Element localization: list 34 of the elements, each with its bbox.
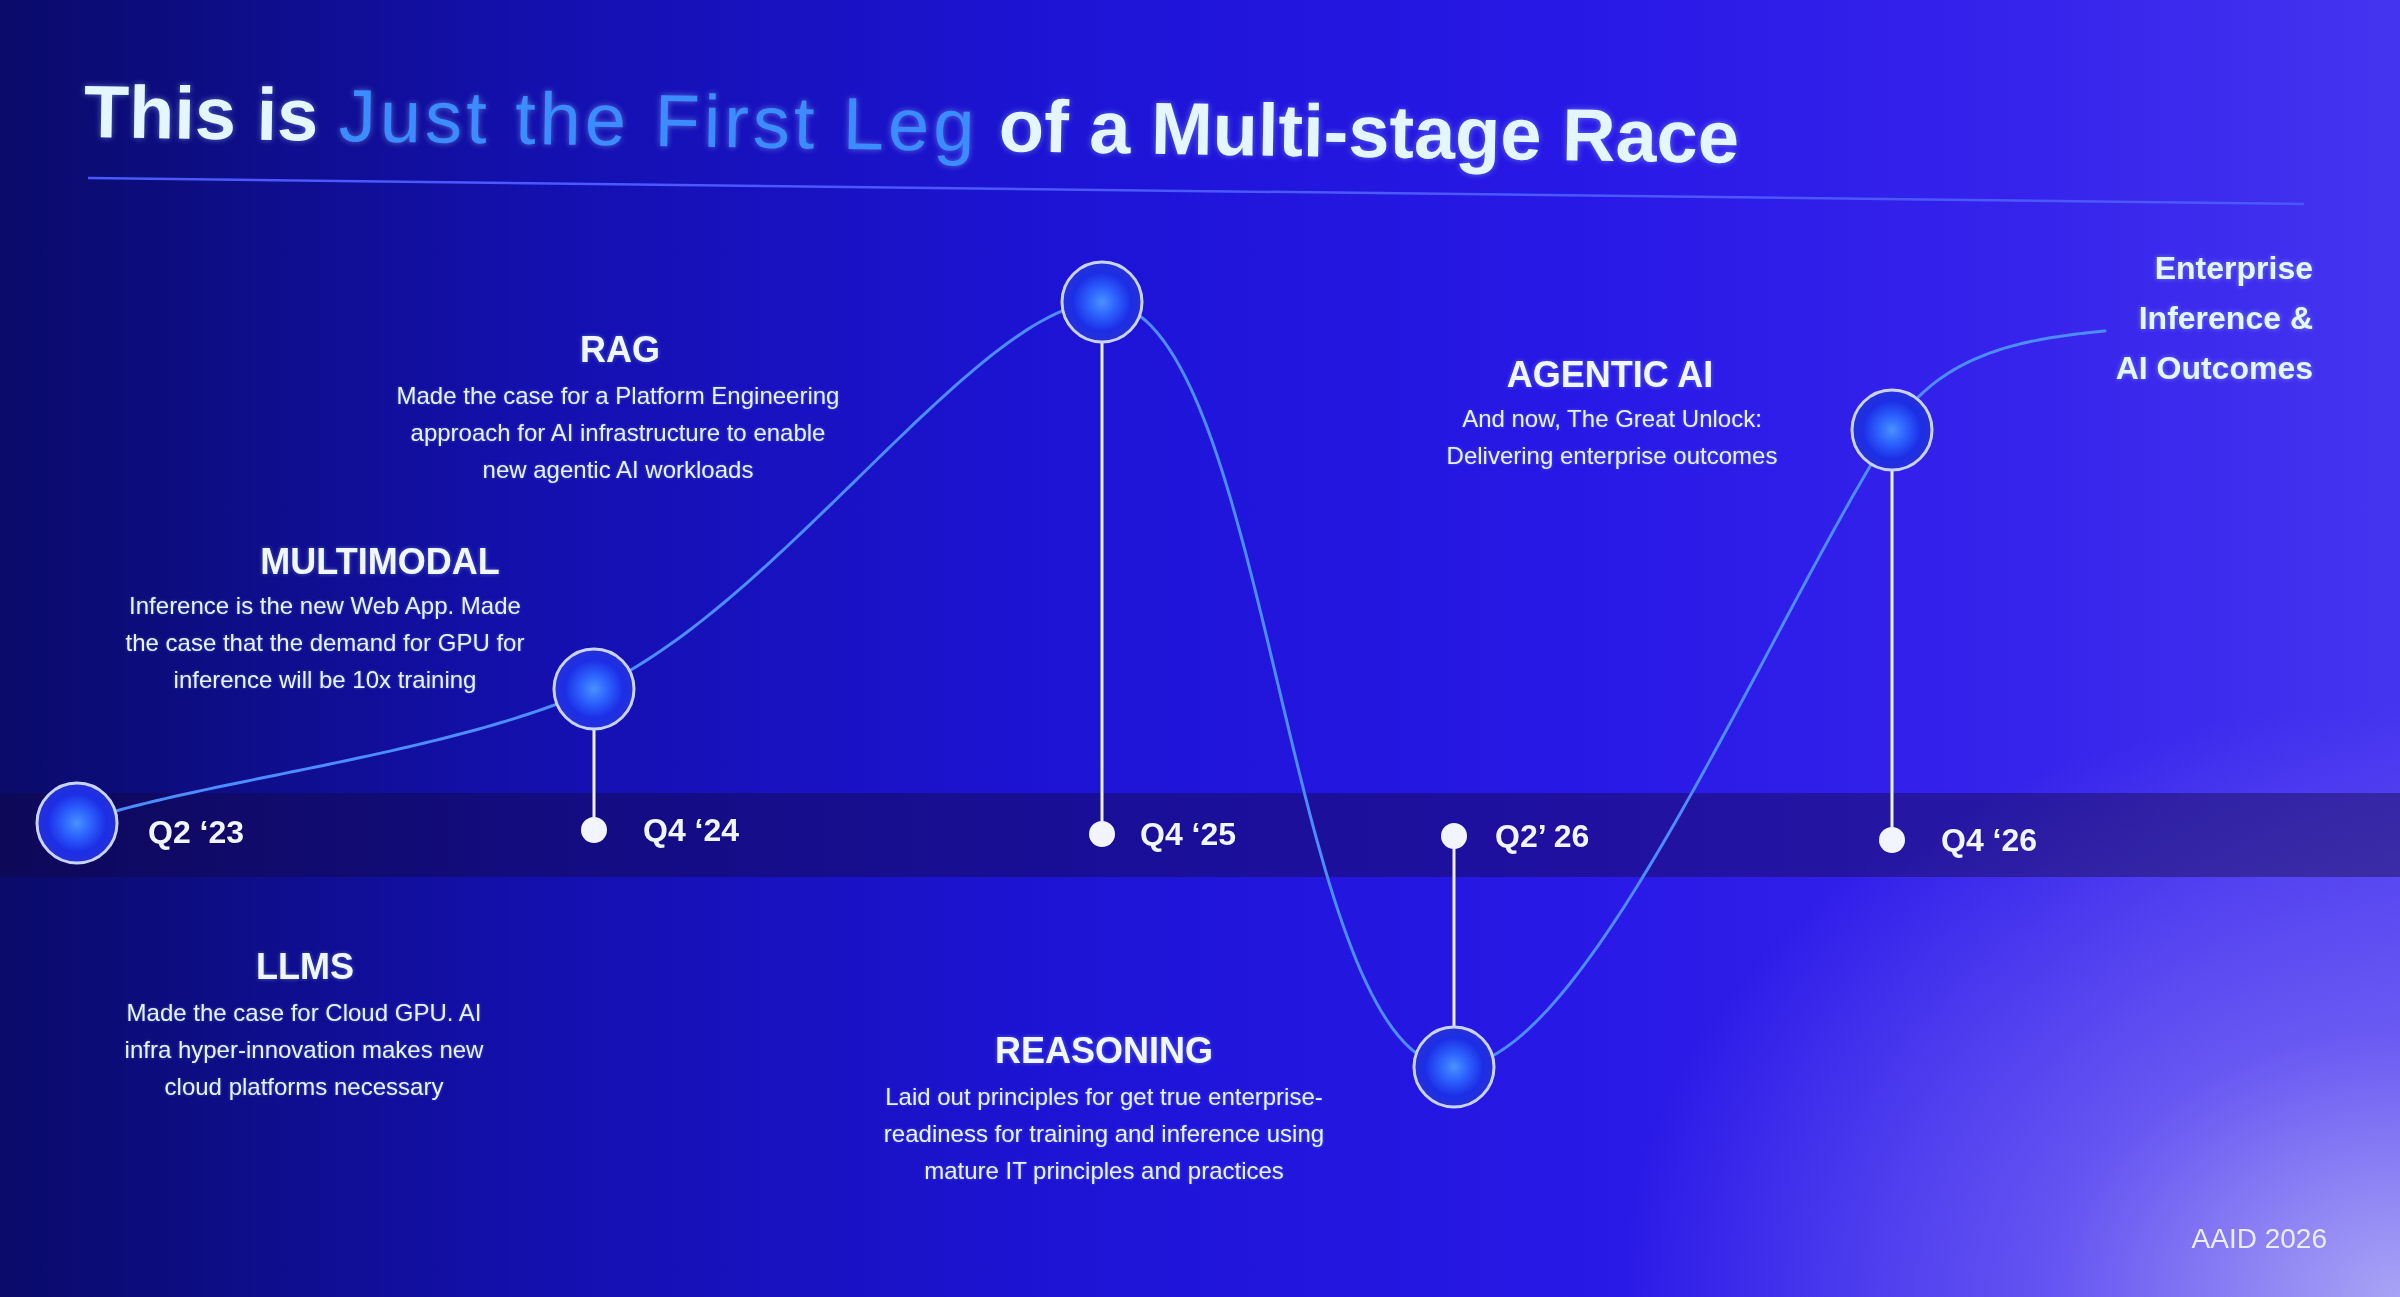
stage-heading: REASONING: [995, 1031, 1213, 1071]
timeline-dot: [1439, 821, 1469, 851]
slide-title: This is Just the First Leg of a Multi-stage Race: [83, 69, 1740, 181]
stem-line: [592, 727, 596, 819]
goal-text: Enterprise Inference & AI Outcomes: [2105, 243, 2313, 393]
stage-heading: AGENTIC AI: [1506, 355, 1714, 395]
milestone-ring: [1412, 1025, 1496, 1109]
date-label: Q4 ‘26: [1941, 822, 2038, 858]
stage-description: Laid out principles for get true enterprise-readiness for training and inference using mature IT principles and practices: [882, 1082, 1326, 1186]
milestone-ring: [1060, 260, 1144, 344]
stem-line: [1890, 468, 1894, 829]
stage-heading: LLMS: [256, 947, 354, 987]
trend-curve: [1138, 314, 1418, 1055]
stage-description: Made the case for Cloud GPU. AI infra hyper-innovation makes new cloud platforms necessary: [123, 998, 485, 1102]
stage-heading: RAG: [580, 330, 660, 370]
trend-curve: [628, 309, 1065, 673]
timeline-dot: [1087, 819, 1117, 849]
milestone-ring: [35, 781, 119, 865]
stem-line: [1452, 847, 1456, 1029]
date-label: Q4 ‘25: [1140, 816, 1237, 852]
event-label: AAID 2026: [2191, 1222, 2327, 1256]
date-label: Q4 ‘24: [643, 812, 740, 848]
trend-curve: [1490, 462, 1873, 1058]
date-label: Q2’ 26: [1495, 818, 1590, 854]
stage-description: And now, The Great Unlock: Delivering enterprise outcomes: [1445, 404, 1779, 471]
milestone-ring: [1850, 388, 1934, 472]
stage-description: Inference is the new Web App. Made the case that the demand for GPU for inference will be 10x training: [124, 591, 526, 695]
date-label: Q2 ‘23: [148, 814, 245, 850]
stem-line: [1100, 340, 1104, 823]
stage-description: Made the case for a Platform Engineering approach for AI infrastructure to enable new agentic AI workloads: [395, 381, 841, 485]
stage-heading: MULTIMODAL: [260, 542, 500, 582]
timeline-dot: [1877, 825, 1907, 855]
timeline-dot: [579, 815, 609, 845]
milestone-ring: [552, 647, 636, 731]
